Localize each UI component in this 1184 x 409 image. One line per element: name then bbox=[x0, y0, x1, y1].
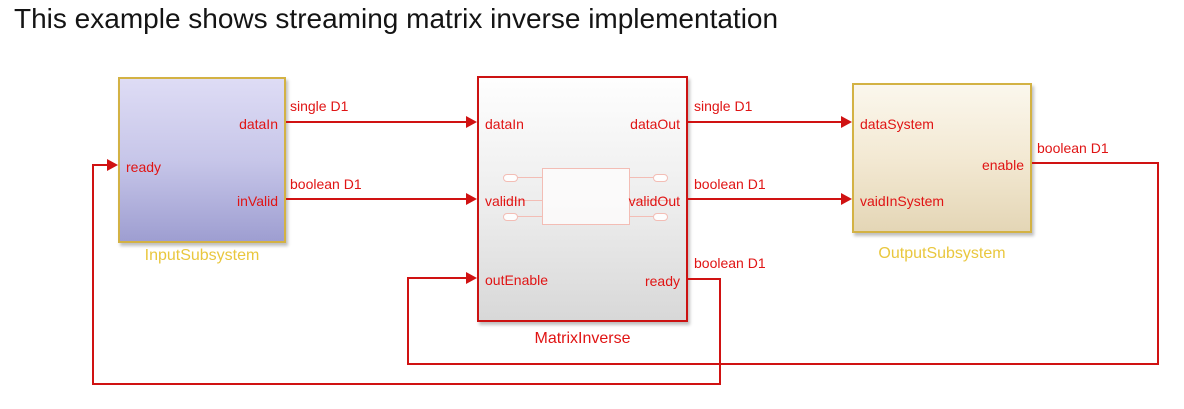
port-label-vaidinsystem: vaidInSystem bbox=[860, 193, 945, 209]
block-name-input-subsystem[interactable]: InputSubsystem bbox=[144, 247, 260, 264]
signal-label-ready-feedback: boolean D1 bbox=[694, 255, 766, 271]
port-label-enable: enable bbox=[981, 157, 1024, 173]
subsystem-icon-outport-oval bbox=[653, 174, 668, 182]
subsystem-icon-inport-oval bbox=[503, 213, 518, 221]
port-label-datasystem: dataSystem bbox=[860, 116, 934, 132]
wire-dataout[interactable] bbox=[688, 121, 842, 123]
block-name-matrix-inverse[interactable]: MatrixInverse bbox=[534, 330, 631, 347]
wire-invalid[interactable] bbox=[286, 198, 468, 200]
block-matrix-inverse[interactable]: dataIn validIn outEnable dataOut validOu… bbox=[477, 76, 688, 322]
port-label-validin: validIn bbox=[485, 193, 526, 209]
port-label-datain: dataIn bbox=[239, 116, 278, 132]
wire-enable-feedback[interactable] bbox=[407, 277, 467, 279]
wire-validout[interactable] bbox=[688, 198, 842, 200]
port-label-outenable: outEnable bbox=[485, 272, 549, 288]
wire-ready-feedback[interactable] bbox=[92, 383, 721, 385]
arrowhead-icon bbox=[107, 159, 118, 171]
wire-enable-feedback[interactable] bbox=[407, 277, 409, 365]
wire-enable-feedback[interactable] bbox=[407, 363, 1159, 365]
subsystem-icon-line bbox=[630, 177, 653, 178]
subsystem-icon-line bbox=[517, 177, 542, 178]
wire-ready-feedback[interactable] bbox=[688, 278, 721, 280]
arrowhead-icon bbox=[841, 116, 852, 128]
wire-enable-feedback[interactable] bbox=[1032, 162, 1159, 164]
arrowhead-icon bbox=[466, 193, 477, 205]
arrowhead-icon bbox=[466, 116, 477, 128]
subsystem-icon-line bbox=[517, 216, 542, 217]
wire-datain[interactable] bbox=[286, 121, 468, 123]
subsystem-icon-line bbox=[630, 200, 670, 201]
wire-enable-feedback[interactable] bbox=[1157, 162, 1159, 365]
arrowhead-icon bbox=[466, 272, 477, 284]
port-label-ready: ready bbox=[126, 159, 162, 175]
subsystem-icon-outport-oval bbox=[653, 213, 668, 221]
annotation-title: This example shows streaming matrix inve… bbox=[14, 3, 779, 34]
port-label-datain: dataIn bbox=[485, 116, 524, 132]
block-input-subsystem[interactable]: ready dataIn inValid bbox=[118, 77, 286, 243]
wire-ready-feedback[interactable] bbox=[92, 164, 94, 385]
block-name-output-subsystem[interactable]: OutputSubsystem bbox=[878, 245, 1006, 262]
block-output-subsystem[interactable]: dataSystem vaidInSystem enable bbox=[852, 83, 1032, 233]
port-label-validout: validOut bbox=[628, 193, 680, 209]
port-label-dataout: dataOut bbox=[630, 116, 680, 132]
subsystem-icon-line bbox=[630, 216, 653, 217]
subsystem-icon-box bbox=[542, 168, 630, 225]
subsystem-icon-inport-oval bbox=[503, 174, 518, 182]
signal-label-enable-feedback: boolean D1 bbox=[1037, 140, 1109, 156]
signal-label-invalid: boolean D1 bbox=[290, 176, 362, 192]
wire-ready-feedback[interactable] bbox=[719, 278, 721, 385]
signal-label-validout: boolean D1 bbox=[694, 176, 766, 192]
arrowhead-icon bbox=[841, 193, 852, 205]
wire-ready-feedback[interactable] bbox=[92, 164, 108, 166]
signal-label-datain: single D1 bbox=[290, 98, 349, 114]
signal-label-dataout: single D1 bbox=[694, 98, 753, 114]
subsystem-icon-line bbox=[502, 200, 542, 201]
port-label-invalid: inValid bbox=[237, 193, 278, 209]
port-label-ready: ready bbox=[644, 273, 680, 289]
